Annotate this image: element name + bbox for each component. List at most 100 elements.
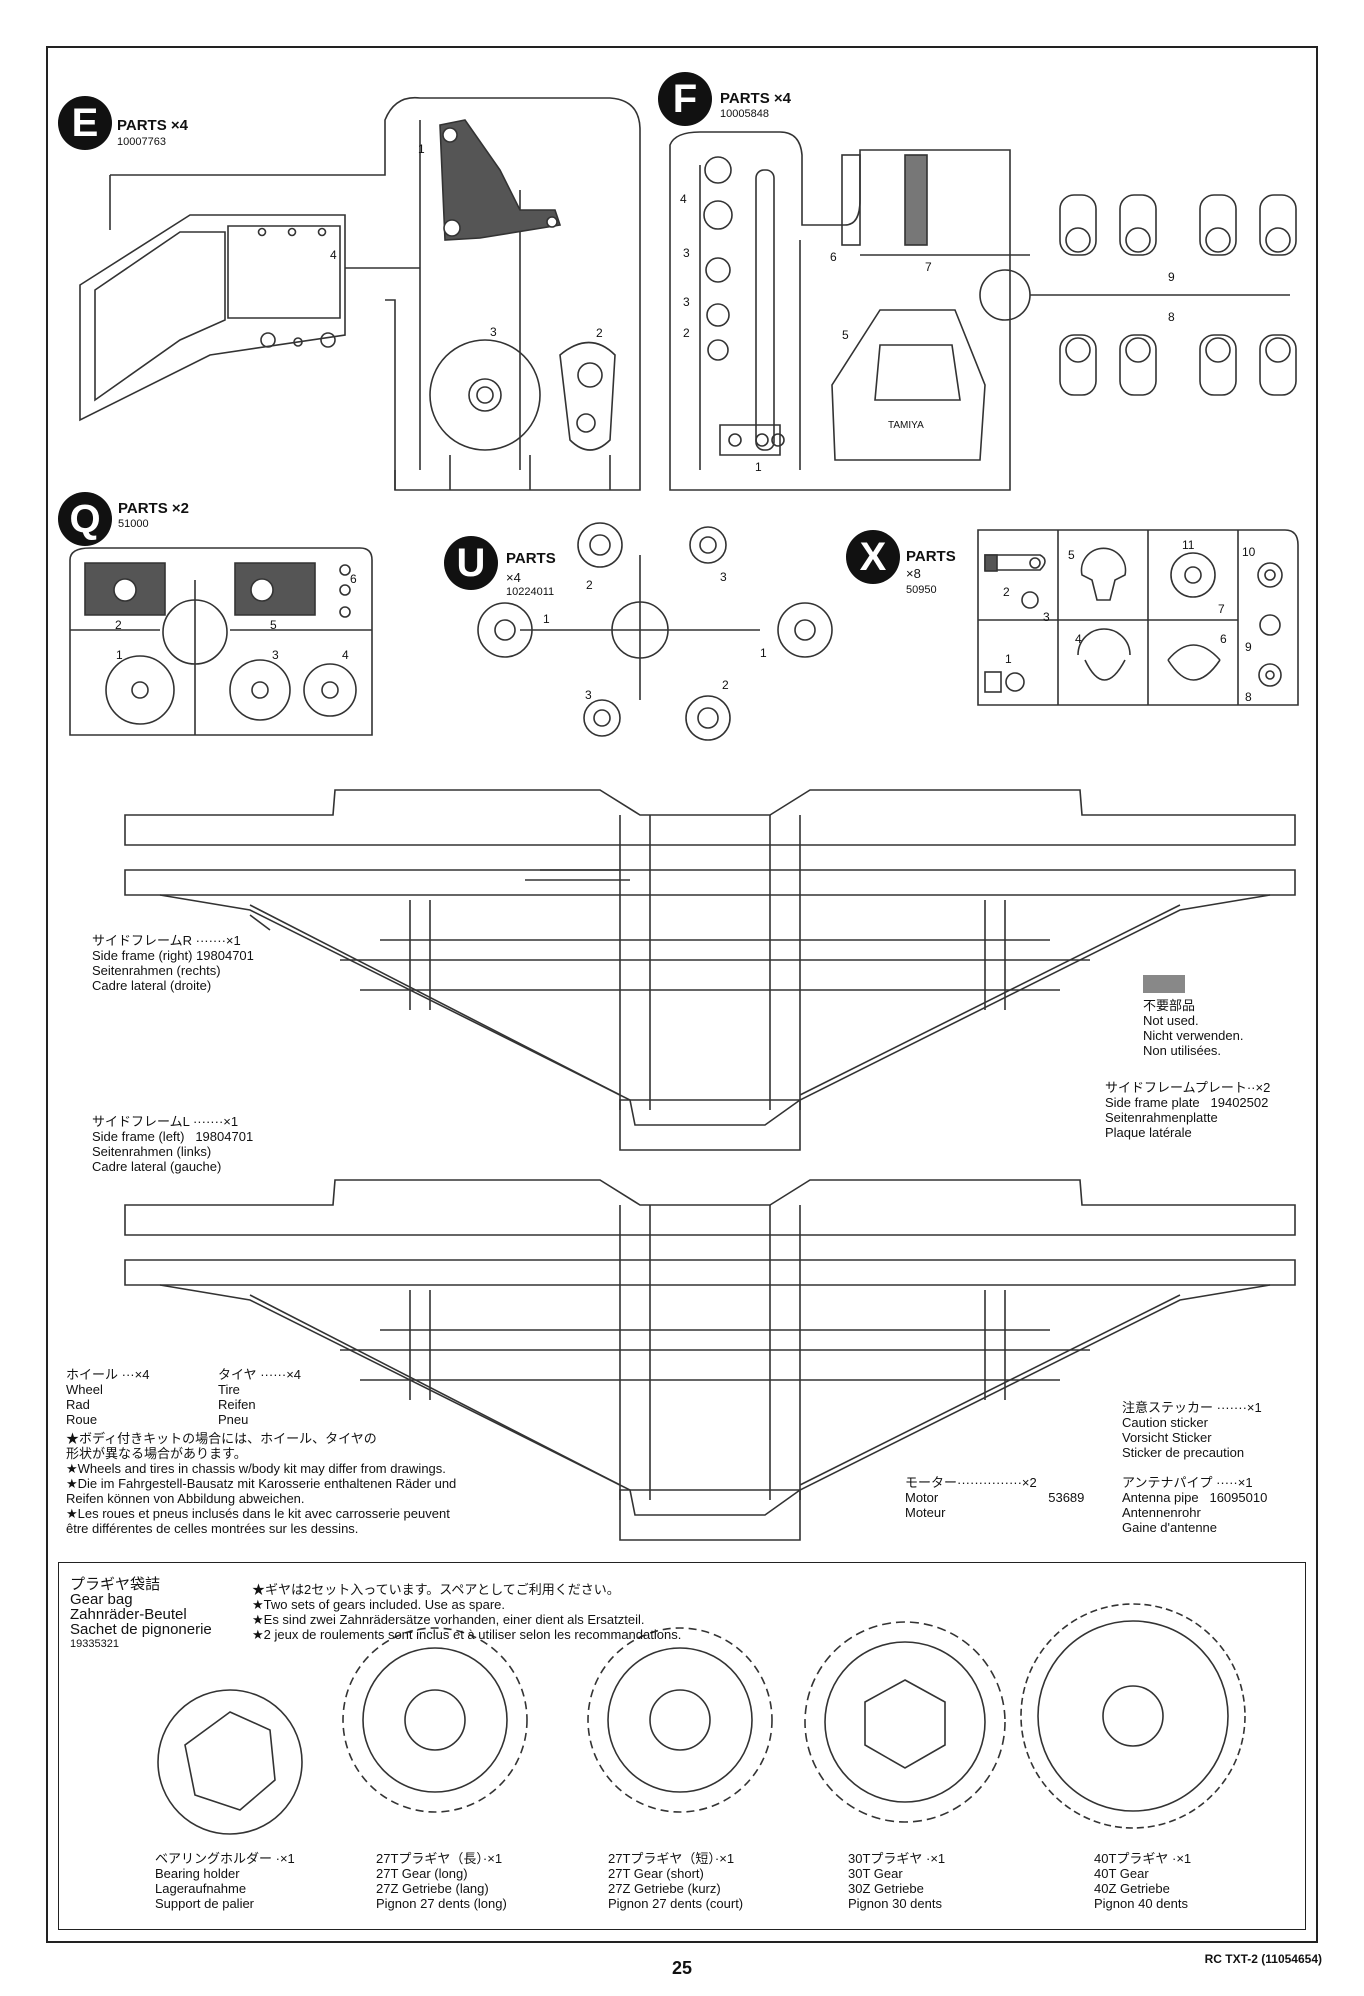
gear-item-de: 30Z Getriebe <box>848 1881 924 1896</box>
gear-item-de: 40Z Getriebe <box>1094 1881 1170 1896</box>
tire-fr: Pneu <box>218 1412 249 1427</box>
side-frame-l-code: 19804701 <box>195 1129 254 1144</box>
gear-item-fr: Pignon 30 dents <box>848 1896 942 1911</box>
sprue-f-drawing <box>669 131 1297 491</box>
gear-item-en: 27T Gear (short) <box>608 1866 704 1881</box>
part-num: 7 <box>1218 602 1225 616</box>
part-num: 4 <box>680 192 687 206</box>
gear-item-de: 27Z Getriebe (kurz) <box>608 1881 721 1896</box>
gear-item-de: 27Z Getriebe (lang) <box>376 1881 489 1896</box>
gear-bag-notes: ★ギヤは2セット入っています。スペアとしてご利用ください。 ★Two sets … <box>252 1582 681 1642</box>
side-frame-l-drawing <box>124 1179 1296 1541</box>
part-num: 5 <box>842 328 849 342</box>
tire-label: タイヤ ······×4 Tire Reifen Pneu <box>218 1367 301 1427</box>
body-kit-notes: ★ボディ付きキットの場合には、ホイール、タイヤの 形状が異なる場合があります。 … <box>66 1431 456 1536</box>
part-num: 1 <box>755 460 762 474</box>
part-num: 3 <box>585 688 592 702</box>
antenna-pipe-code: 16095010 <box>1209 1490 1268 1505</box>
sprue-q-drawing <box>69 547 373 736</box>
part-num: 1 <box>543 612 550 626</box>
part-num: 2 <box>683 326 690 340</box>
part-num: 6 <box>350 572 357 586</box>
gear-item-en: Bearing holder <box>155 1866 240 1881</box>
not-used-en: Not used. <box>1143 1013 1199 1028</box>
gear-item-en: 30T Gear <box>848 1866 903 1881</box>
gear-item-en: 27T Gear (long) <box>376 1866 468 1881</box>
side-frame-l-label: サイドフレームL ·······×1 Side frame (left) 198… <box>92 1114 253 1174</box>
side-frame-plate-code: 19402502 <box>1210 1095 1269 1110</box>
sprue-e-label: PARTS ×4 <box>117 117 188 134</box>
part-num: 1 <box>1005 652 1012 666</box>
motor-jp: モーター···············×2 <box>905 1475 1037 1490</box>
caution-sticker-jp: 注意ステッカー ·······×1 <box>1122 1400 1262 1415</box>
part-num: 4 <box>1075 632 1082 646</box>
sprue-f-label: PARTS ×4 <box>720 90 791 107</box>
part-num: 6 <box>830 250 837 264</box>
gear-item-jp: 40Tプラギヤ ·×1 <box>1094 1851 1192 1866</box>
antenna-pipe-label: アンテナパイプ ·····×1 Antenna pipe 16095010 An… <box>1122 1475 1267 1535</box>
side-frame-l-de: Seitenrahmen (links) <box>92 1144 212 1159</box>
gear-bag-fr: Sachet de pignonerie <box>70 1621 212 1638</box>
gear-item-jp: 30Tプラギヤ ·×1 <box>848 1851 946 1866</box>
gear-item-fr: Pignon 40 dents <box>1094 1896 1188 1911</box>
side-frame-r-fr: Cadre lateral (droite) <box>92 978 212 993</box>
body-note: ★Wheels and tires in chassis w/body kit … <box>66 1461 446 1476</box>
tire-en: Tire <box>218 1382 240 1397</box>
side-frame-r-jp: サイドフレームR ·······×1 <box>92 933 241 948</box>
gear-note: ★2 jeux de roulements sont inclus et à u… <box>252 1627 682 1642</box>
part-num: 3 <box>490 325 497 339</box>
caution-sticker-de: Vorsicht Sticker <box>1122 1430 1212 1445</box>
gear-note: ★Es sind zwei Zahnrädersätze vorhanden, … <box>252 1612 645 1627</box>
wheel-label: ホイール ···×4 Wheel Rad Roue <box>66 1367 149 1427</box>
part-num: 3 <box>683 295 690 309</box>
gear-drawings <box>157 1603 1246 1835</box>
gear-note: ★ギヤは2セット入っています。スペアとしてご利用ください。 <box>252 1582 620 1597</box>
antenna-pipe-fr: Gaine d'antenne <box>1122 1520 1218 1535</box>
motor-fr: Moteur <box>905 1505 946 1520</box>
part-num: 8 <box>1245 690 1252 704</box>
side-frame-l-jp: サイドフレームL ·······×1 <box>92 1114 239 1129</box>
antenna-pipe-jp: アンテナパイプ ·····×1 <box>1122 1475 1253 1490</box>
wheel-de: Rad <box>66 1397 90 1412</box>
gear-item-fr: Support de palier <box>155 1896 255 1911</box>
sprue-q-code: 51000 <box>118 518 149 530</box>
part-num: 2 <box>722 678 729 692</box>
sprue-u-qty: ×4 <box>506 570 521 585</box>
gear-item-fr: Pignon 27 dents (court) <box>608 1896 744 1911</box>
gear-bag-code: 19335321 <box>70 1638 119 1650</box>
gear-bag-en: Gear bag <box>70 1591 133 1608</box>
motor-en: Motor <box>905 1490 939 1505</box>
body-note: ★ボディ付きキットの場合には、ホイール、タイヤの <box>66 1431 377 1446</box>
part-num: 3 <box>1043 610 1050 624</box>
side-frame-l-fr: Cadre lateral (gauche) <box>92 1159 222 1174</box>
body-note: être différentes de celles montrées sur … <box>66 1521 359 1536</box>
gear-item-jp: 27Tプラギヤ（長）·×1 <box>376 1851 503 1866</box>
sprue-e-code: 10007763 <box>117 136 166 148</box>
caution-sticker-fr: Sticker de precaution <box>1122 1445 1245 1460</box>
part-num: 11 <box>1182 538 1195 552</box>
part-num: 2 <box>1003 585 1010 599</box>
gear-item-bearing-holder: ベアリングホルダー ·×1 Bearing holder Lageraufnah… <box>155 1851 295 1911</box>
sprue-e-badge: E <box>58 96 112 150</box>
side-frame-plate-en: Side frame plate <box>1105 1095 1200 1110</box>
part-num: 1 <box>116 648 123 662</box>
sprue-x-qty: ×8 <box>906 566 921 581</box>
wheel-en: Wheel <box>66 1382 103 1397</box>
gear-item-jp: ベアリングホルダー ·×1 <box>155 1851 295 1866</box>
gear-item-en: 40T Gear <box>1094 1866 1149 1881</box>
sprue-u-badge: U <box>444 536 498 590</box>
side-frame-r-drawing <box>124 789 1296 1151</box>
side-frame-r-code: 19804701 <box>196 948 254 963</box>
body-note: Reifen können von Abbildung abweichen. <box>66 1491 305 1506</box>
gear-item-jp: 27Tプラギヤ（短）·×1 <box>608 1851 735 1866</box>
part-num: 2 <box>586 578 593 592</box>
caution-sticker-label: 注意ステッカー ·······×1 Caution sticker Vorsic… <box>1122 1400 1262 1460</box>
side-frame-r-label: サイドフレームR ·······×1 Side frame (right) 19… <box>92 933 254 993</box>
side-frame-plate-label: サイドフレームプレート··×2 Side frame plate 1940250… <box>1105 1080 1270 1140</box>
part-num: 3 <box>720 570 727 584</box>
gear-item-fr: Pignon 27 dents (long) <box>376 1896 507 1911</box>
sprue-u-code: 10224011 <box>506 586 555 598</box>
sprue-x-badge: X <box>846 530 900 584</box>
